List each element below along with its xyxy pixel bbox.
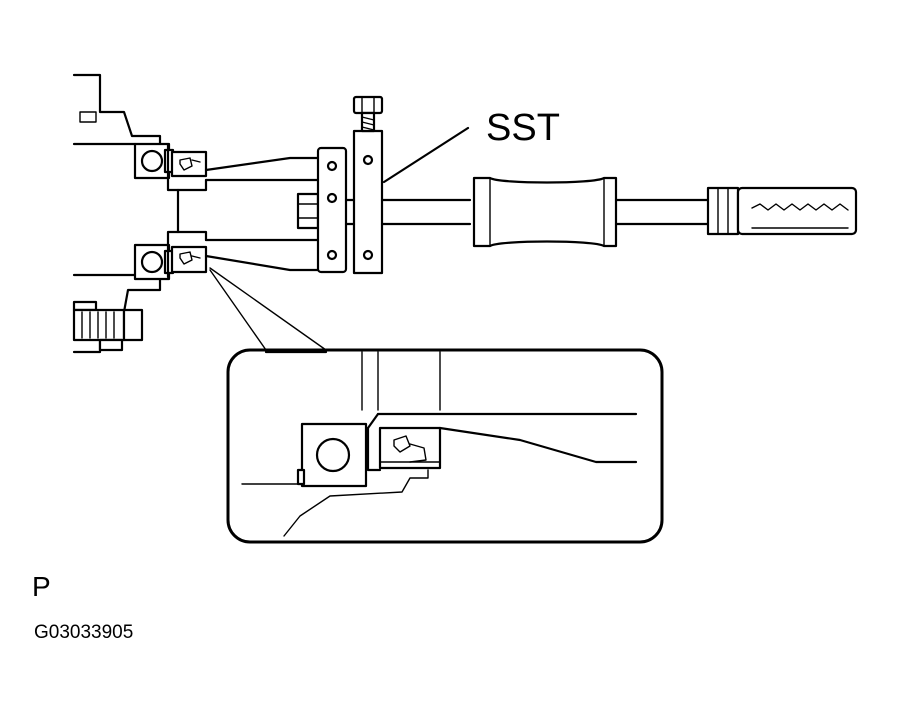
oil-seal-lower [170,245,208,274]
adjusting-bolt [352,95,384,133]
callout-connector [209,267,327,351]
handle [614,186,858,236]
sst-leader-line [382,126,470,184]
slide-hammer-weight [472,176,618,248]
slide-shaft [380,198,472,226]
sst-label: SST [486,107,560,149]
housing-bolt [72,300,144,352]
puller-body [316,129,384,275]
detail-callout [226,348,664,544]
puller-claws [166,143,320,279]
oil-seal-upper [170,150,208,178]
view-letter: P [32,571,51,602]
center-nut [296,192,320,230]
figure-id: G03033905 [34,622,133,643]
